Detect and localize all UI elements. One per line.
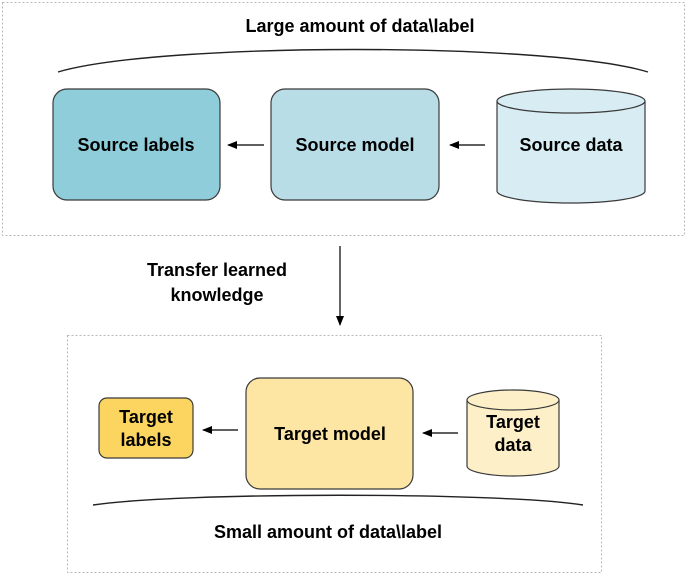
target-labels-text-line1: Target [119, 407, 173, 427]
transfer-text-line2: knowledge [170, 285, 263, 305]
target-data-cylinder [466, 389, 560, 477]
source-section-title: Large amount of data\label [245, 16, 474, 36]
source-brace-curve [57, 48, 649, 73]
source-data-cylinder [496, 88, 646, 204]
target-labels-text-line2: labels [120, 430, 171, 450]
source-labels-text: Source labels [77, 135, 194, 155]
source-labels-box [52, 88, 221, 201]
target-data-text-line2: data [494, 435, 532, 455]
target-model-text: Target model [274, 424, 386, 444]
target-labels-box [98, 397, 194, 459]
target-model-box [245, 377, 414, 490]
target-data-text-line1: Target [486, 412, 540, 432]
source-section-frame [2, 2, 685, 236]
source-model-box [270, 88, 440, 201]
source-model-text: Source model [295, 135, 414, 155]
target-brace-curve [92, 494, 584, 506]
transfer-text-line1: Transfer learned [147, 260, 287, 280]
target-section-title: Small amount of data\label [214, 522, 442, 542]
target-section-frame [67, 335, 602, 573]
source-data-text: Source data [519, 135, 623, 155]
